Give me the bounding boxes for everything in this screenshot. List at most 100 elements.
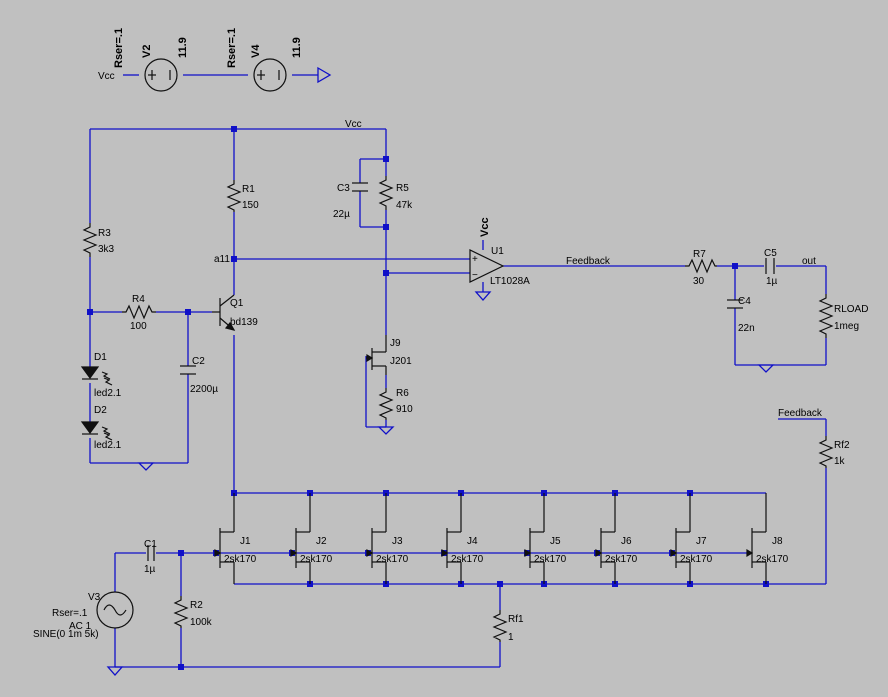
v2-ref-label: V2	[141, 45, 153, 58]
capacitor-c3[interactable]: C3 22µ	[333, 182, 368, 220]
jfet-j8-value-label: 2sk170	[756, 554, 789, 565]
c4-ref-label: C4	[738, 296, 751, 307]
v3-param-label: Rser=.1	[52, 608, 88, 619]
v4-value-label: 11.9	[291, 37, 303, 58]
ground-c4	[757, 364, 775, 373]
r7-ref-label: R7	[693, 249, 706, 260]
r2-value-label: 100k	[190, 617, 213, 628]
r4-value-label: 100	[130, 321, 147, 332]
ground-j9	[377, 426, 395, 435]
v4-ref-label: V4	[250, 44, 262, 58]
resistor-rf1[interactable]: Rf1 1	[492, 610, 524, 643]
net-label-vcc-source: Vcc	[98, 71, 115, 82]
r5-ref-label: R5	[396, 183, 409, 194]
r3-ref-label: R3	[98, 228, 111, 239]
jfet-j7-ref-label: J7	[696, 536, 707, 547]
u1-value-label: LT1028A	[490, 276, 530, 287]
jfet-j3-ref-label: J3	[392, 536, 403, 547]
d1-ref-label: D1	[94, 352, 107, 363]
wires	[89, 74, 827, 668]
jfet-j1-ref-label: J1	[240, 536, 251, 547]
r2-ref-label: R2	[190, 600, 203, 611]
j9-ref-label: J9	[390, 338, 401, 349]
jfet-j7[interactable]: J7 2sk170	[670, 493, 713, 584]
c1-ref-label: C1	[144, 539, 157, 550]
net-label-feedback-out: Feedback	[566, 256, 611, 267]
junction-dots	[87, 126, 769, 670]
resistor-r1[interactable]: R1 150	[226, 180, 259, 212]
r6-ref-label: R6	[396, 388, 409, 399]
jfet-j6-ref-label: J6	[621, 536, 632, 547]
capacitor-c5[interactable]: C5 1µ	[764, 248, 778, 287]
q1-ref-label: Q1	[230, 298, 244, 309]
opamp-u1[interactable]: + − U1 LT1028A	[469, 246, 530, 287]
source-v3[interactable]: V3 Rser=.1 AC 1 SINE(0 1m 5k)	[33, 591, 134, 640]
transistor-q1[interactable]: Q1 bd139	[212, 294, 258, 331]
r1-ref-label: R1	[242, 184, 255, 195]
d1-value-label: led2.1	[94, 388, 122, 399]
net-label-out: out	[802, 256, 816, 267]
v2-value-label: 11.9	[177, 37, 189, 58]
led-d1[interactable]: D1 led2.1	[80, 352, 122, 399]
u1-ref-label: U1	[491, 246, 504, 257]
jfet-j2-value-label: 2sk170	[300, 554, 333, 565]
ground-v4	[317, 66, 332, 84]
capacitor-c2[interactable]: C2 2200µ	[180, 356, 218, 395]
r1-value-label: 150	[242, 200, 259, 211]
jfet-j2[interactable]: J2 2sk170	[290, 493, 333, 584]
jfet-j4-value-label: 2sk170	[451, 554, 484, 565]
jfet-j2-ref-label: J2	[316, 536, 327, 547]
resistor-r6[interactable]: R6 910	[378, 388, 413, 420]
net-label-feedback-in: Feedback	[778, 408, 823, 419]
capacitor-c4[interactable]: C4 22n	[727, 296, 755, 334]
r5-value-label: 47k	[396, 200, 413, 211]
c5-value-label: 1µ	[766, 276, 778, 287]
resistor-r2[interactable]: R2 100k	[173, 596, 213, 628]
resistor-r3[interactable]: R3 3k3	[82, 223, 115, 257]
v3-ref-label: V3	[88, 592, 101, 603]
source-v2[interactable]: Rser=.1 V2 11.9	[113, 28, 189, 92]
j9-value-label: J201	[390, 356, 412, 367]
c3-value-label: 22µ	[333, 209, 350, 220]
d2-value-label: led2.1	[94, 440, 122, 451]
rf2-value-label: 1k	[834, 456, 846, 467]
jfet-j4-ref-label: J4	[467, 536, 478, 547]
rf2-ref-label: Rf2	[834, 440, 850, 451]
jfet-j1[interactable]: J1 2sk170	[214, 493, 257, 584]
r6-value-label: 910	[396, 404, 413, 415]
jfet-j7-value-label: 2sk170	[680, 554, 713, 565]
jfet-j4[interactable]: J4 2sk170	[441, 493, 484, 584]
capacitor-c1[interactable]: C1 1µ	[144, 539, 157, 575]
v3-source-label: SINE(0 1m 5k)	[33, 629, 99, 640]
jfet-j8[interactable]: J8 2sk170	[746, 493, 789, 584]
jfet-j9[interactable]: J9 J201	[366, 335, 412, 375]
r3-value-label: 3k3	[98, 244, 115, 255]
led-d2[interactable]: D2 led2.1	[80, 405, 122, 451]
source-v4[interactable]: Rser=.1 V4 11.9	[226, 28, 303, 92]
ground-u1	[474, 291, 492, 301]
jfet-j6-value-label: 2sk170	[605, 554, 638, 565]
jfet-j8-ref-label: J8	[772, 536, 783, 547]
resistor-r4[interactable]: R4 100	[122, 294, 156, 332]
q1-value-label: bd139	[230, 317, 258, 328]
c4-value-label: 22n	[738, 323, 755, 334]
rf1-ref-label: Rf1	[508, 614, 524, 625]
rload-value-label: 1meg	[834, 321, 859, 332]
c1-value-label: 1µ	[144, 564, 156, 575]
jfet-j3-value-label: 2sk170	[376, 554, 409, 565]
jfet-j3[interactable]: J3 2sk170	[366, 493, 409, 584]
resistor-r7[interactable]: R7 30	[685, 249, 717, 287]
resistor-r5[interactable]: R5 47k	[378, 176, 413, 211]
rf1-value-label: 1	[508, 632, 514, 643]
c3-ref-label: C3	[337, 183, 350, 194]
v3-ac-label: AC 1	[69, 621, 92, 632]
c5-ref-label: C5	[764, 248, 777, 259]
resistor-rload[interactable]: RLOAD 1meg	[818, 294, 868, 338]
jfet-array: J1 2sk170 J2 2sk170 J3 2sk170 J4 2sk170 J52sk170…	[214, 493, 789, 584]
resistor-rf2[interactable]: Rf2 1k	[818, 436, 850, 468]
jfet-j6[interactable]: J6 2sk170	[595, 493, 638, 584]
c2-value-label: 2200µ	[190, 384, 218, 395]
jfet-j1-value-label: 2sk170	[224, 554, 257, 565]
